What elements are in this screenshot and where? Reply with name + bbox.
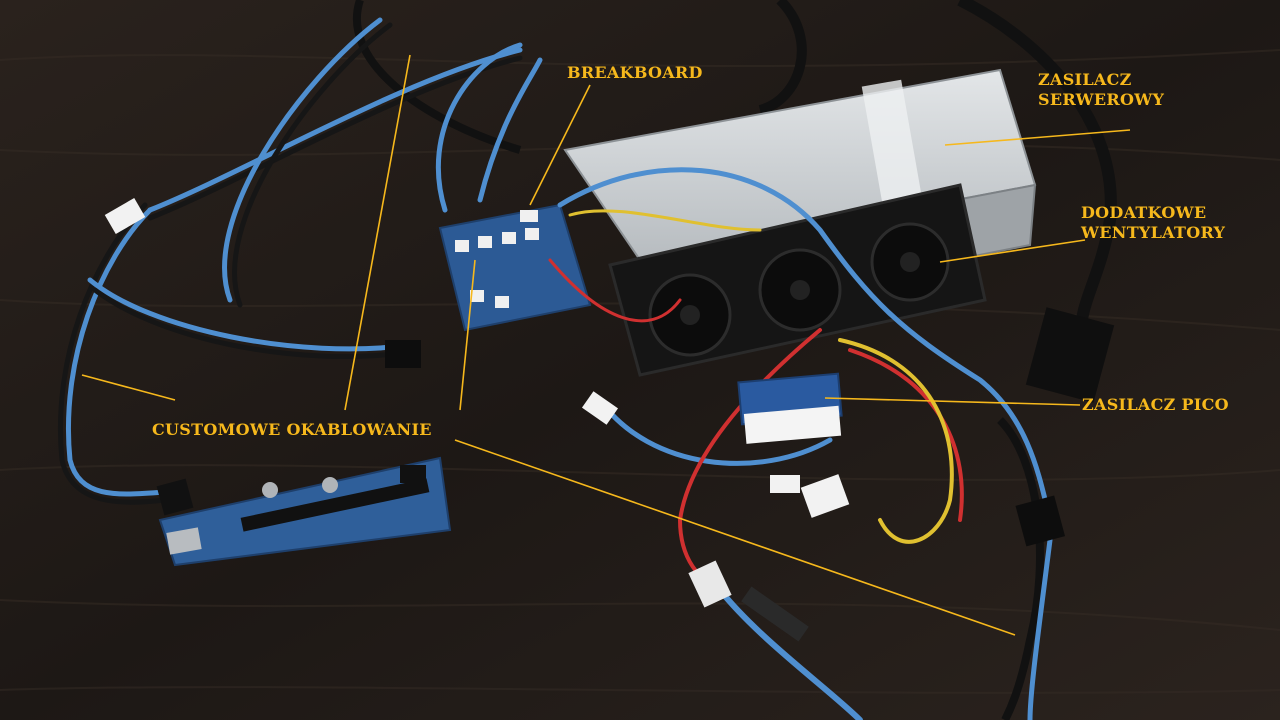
- leader-line-cabling-right: [459, 259, 476, 411]
- annotation-lines: [81, 54, 1131, 636]
- blue-cable: [597, 397, 833, 466]
- black-cable: [147, 55, 523, 221]
- barrel-plug: [741, 586, 809, 642]
- white-tag: [688, 560, 732, 608]
- leader-line-pico-psu: [824, 397, 1081, 406]
- black-cable: [232, 22, 393, 308]
- blue-cable: [717, 587, 863, 720]
- yellow-cable: [838, 338, 954, 544]
- pcie-riser-card: [156, 456, 452, 567]
- blue-cable: [477, 57, 543, 203]
- white-connector: [581, 391, 619, 425]
- iec-power-plug: [1025, 307, 1115, 403]
- power-cable: [997, 417, 1044, 720]
- blue-cable: [222, 17, 383, 303]
- black-cable: [57, 202, 168, 505]
- black-cable: [352, 0, 522, 154]
- label-custom-cabling: CUSTOMOWE OKABLOWANIE: [152, 420, 432, 439]
- pcie-connector: [385, 340, 421, 368]
- leader-line-extra-fans: [939, 239, 1086, 263]
- black-cable: [92, 287, 413, 359]
- blue-cable: [65, 207, 168, 497]
- label-server-psu: ZASILACZ SERWEROWY: [1038, 70, 1165, 109]
- blue-cable: [87, 277, 413, 352]
- leader-line-cabling-mid: [344, 54, 411, 411]
- label-extra-fans: DODATKOWE WENTYLATORY: [1081, 203, 1226, 242]
- leader-line-cabling-bottom: [454, 439, 1016, 636]
- blue-cable: [435, 42, 523, 213]
- power-cable: [957, 0, 1117, 341]
- white-connector: [800, 474, 850, 518]
- blue-cable: [147, 47, 523, 213]
- black-cable: [758, 0, 807, 115]
- label-pico-psu: ZASILACZ PICO: [1082, 395, 1229, 414]
- red-cable: [548, 258, 682, 323]
- breakboard: [438, 203, 592, 332]
- label-breakboard: BREAKBOARD: [567, 63, 703, 82]
- leader-line-cabling-left: [81, 374, 176, 401]
- blue-cable: [557, 167, 1053, 523]
- extra-fans: [608, 183, 987, 377]
- molex-black-connector: [1015, 495, 1066, 547]
- white-connector: [104, 197, 146, 235]
- pico-psu: [737, 372, 843, 444]
- yellow-cable: [568, 209, 762, 232]
- white-connector: [770, 475, 800, 493]
- blue-cable: [1027, 537, 1053, 720]
- leader-line-server-psu: [944, 129, 1131, 146]
- leader-line-breakboard: [529, 84, 591, 206]
